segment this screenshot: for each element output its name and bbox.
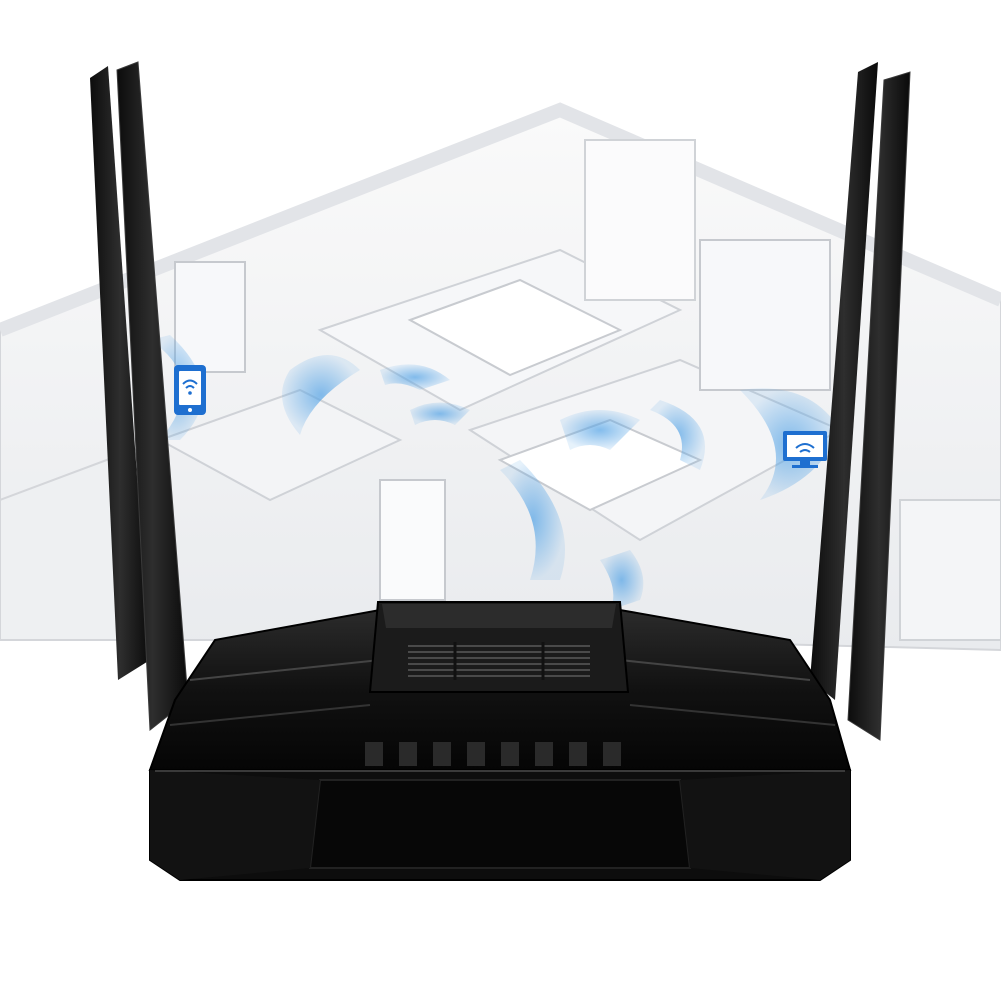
balcony-rail [899,499,1001,641]
bookshelf-right [699,239,831,391]
led-indicators [365,742,621,766]
router-right-foot [680,770,850,880]
refrigerator [379,479,446,601]
wave-right-a [650,400,705,470]
smartphone-wifi-icon [174,365,206,415]
wave-bedroom [380,364,450,390]
vent-grille [408,645,590,677]
wave-bed [410,402,470,425]
bed [407,278,623,377]
router-facet-left-2 [169,704,371,726]
wave-low-b [600,550,644,610]
router-facet-left [189,659,381,681]
router-left-foot [150,770,320,880]
wave-left-2 [282,355,360,435]
router-facet-right-2 [629,704,836,726]
router-body [148,601,852,881]
bathroom [157,388,403,502]
router-center-top [382,604,616,628]
antenna-right-back [810,62,878,700]
router-front-panel [308,779,692,869]
antennas [90,61,911,741]
curtain [584,139,696,301]
outer-wall [0,102,1001,337]
router-facet-right [619,659,811,681]
house-floorplan [0,102,1001,652]
antenna-right-front [847,71,911,741]
antenna-left-back [90,66,150,680]
monitor-wifi-icon [783,431,827,468]
wave-center [560,410,640,450]
wave-low-a [500,460,565,580]
